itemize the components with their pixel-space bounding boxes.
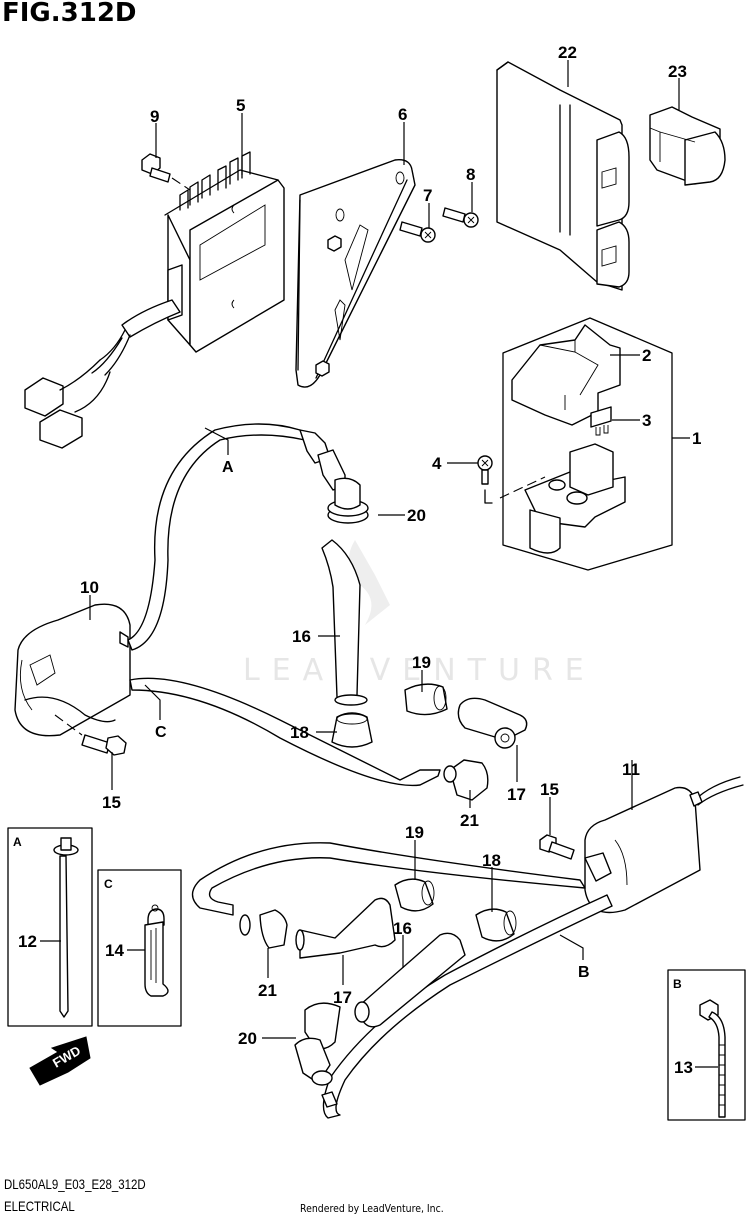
watermark-logo-icon <box>348 540 390 625</box>
callout-21-upper: 21 <box>460 811 479 830</box>
callout-14: 14 <box>105 941 124 960</box>
part-9-bolt[interactable] <box>141 153 191 191</box>
part-15-bolt-left[interactable] <box>54 714 127 756</box>
callout-16-upper: 16 <box>292 627 311 646</box>
callout-3: 3 <box>642 411 651 430</box>
part-3-fuse[interactable] <box>590 406 612 428</box>
callout-8: 8 <box>466 165 475 184</box>
ht-lead-b <box>322 894 613 1119</box>
part-21-cap-upper[interactable] <box>443 759 489 801</box>
part-21-cap-lower[interactable] <box>239 909 288 949</box>
ref-letter-c: C <box>155 724 167 741</box>
callout-10: 10 <box>80 578 99 597</box>
part-7-bolt[interactable] <box>399 221 436 243</box>
callout-6: 6 <box>398 105 407 124</box>
watermark-text: LEADVENTURE <box>243 653 596 688</box>
part-11-coil-rear[interactable] <box>584 776 744 914</box>
part-8-bolt[interactable] <box>442 207 479 228</box>
part-23-connector[interactable] <box>649 106 726 186</box>
callout-15-right: 15 <box>540 780 559 799</box>
callout-12: 12 <box>18 932 37 951</box>
fwd-direction-indicator: FWD <box>29 1036 91 1086</box>
part-4-screw[interactable] <box>477 455 546 504</box>
callout-5: 5 <box>236 96 245 115</box>
inset-b-letter: B <box>673 977 682 991</box>
callout-22: 22 <box>558 43 577 62</box>
connector-icon <box>24 377 64 417</box>
part-1-relay-assembly[interactable] <box>502 317 673 571</box>
callout-1: 1 <box>692 429 701 448</box>
callout-19-lower: 19 <box>405 823 424 842</box>
assembly-bracket-outline <box>502 317 673 571</box>
callout-9: 9 <box>150 107 159 126</box>
callout-2: 2 <box>642 346 651 365</box>
ref-letter-b: B <box>578 964 590 981</box>
figure-title: FIG.312D <box>2 0 137 28</box>
part-16-plug-cap-upper[interactable] <box>321 539 368 706</box>
watermark: LEADVENTURE <box>243 540 596 688</box>
callout-18-lower: 18 <box>482 851 501 870</box>
ht-lead-a <box>127 423 306 651</box>
ht-lead-c <box>129 677 441 787</box>
callout-16-lower: 16 <box>393 919 412 938</box>
part-13-cable-tie[interactable] <box>699 999 726 1118</box>
part-5-regulator[interactable] <box>24 151 285 449</box>
leader-lines <box>40 60 718 1068</box>
part-18-seal-upper[interactable] <box>331 712 373 748</box>
fwd-arrow-icon <box>29 1036 91 1086</box>
callout-13: 13 <box>674 1058 693 1077</box>
callout-20-lower: 20 <box>238 1029 257 1048</box>
part-22-ecm[interactable] <box>496 61 630 291</box>
ref-letter-a: A <box>222 459 234 476</box>
callout-7: 7 <box>423 186 432 205</box>
part-17-plug-cap-upper[interactable] <box>457 697 528 749</box>
callout-17-upper: 17 <box>507 785 526 804</box>
ht-lead-loop <box>191 842 586 916</box>
part-20-cap-lower[interactable] <box>294 1002 341 1086</box>
part-15-bolt-right[interactable] <box>539 834 575 860</box>
callout-20-top: 20 <box>407 506 426 525</box>
part-19-seal-upper[interactable] <box>404 683 448 716</box>
part-10-coil-front[interactable] <box>14 603 131 737</box>
callout-15-left: 15 <box>102 793 121 812</box>
part-17-plug-cap-lower[interactable] <box>295 897 396 959</box>
figure-name: ELECTRICAL <box>4 1198 75 1214</box>
inset-c: C <box>97 869 182 1027</box>
callout-21-lower: 21 <box>258 981 277 1000</box>
inset-b: B <box>667 969 746 1121</box>
part-19-seal-lower[interactable] <box>394 878 435 912</box>
part-12-cable-tie[interactable] <box>53 837 79 1018</box>
part-14-clamp[interactable] <box>144 904 169 997</box>
inset-a: A <box>7 827 93 1027</box>
callout-18-upper: 18 <box>290 723 309 742</box>
inset-a-letter: A <box>13 835 22 849</box>
callout-19-upper: 19 <box>412 653 431 672</box>
rendered-by-credit: Rendered by LeadVenture, Inc. <box>300 1202 444 1215</box>
figure-code: DL650AL9_E03_E28_312D <box>4 1176 146 1192</box>
part-6-bracket[interactable] <box>295 159 416 388</box>
part-20-cap-top[interactable] <box>317 449 369 524</box>
callout-17-lower: 17 <box>333 988 352 1007</box>
callout-23: 23 <box>668 62 687 81</box>
callout-4: 4 <box>432 454 442 473</box>
callout-labels: 5 9 6 7 8 22 23 2 3 1 4 20 A 10 C 15 16 … <box>18 43 701 1077</box>
callout-11: 11 <box>622 760 640 779</box>
part-18-seal-lower[interactable] <box>475 908 517 942</box>
part-16-plug-cap-lower[interactable] <box>354 932 466 1028</box>
inset-c-letter: C <box>104 877 113 891</box>
